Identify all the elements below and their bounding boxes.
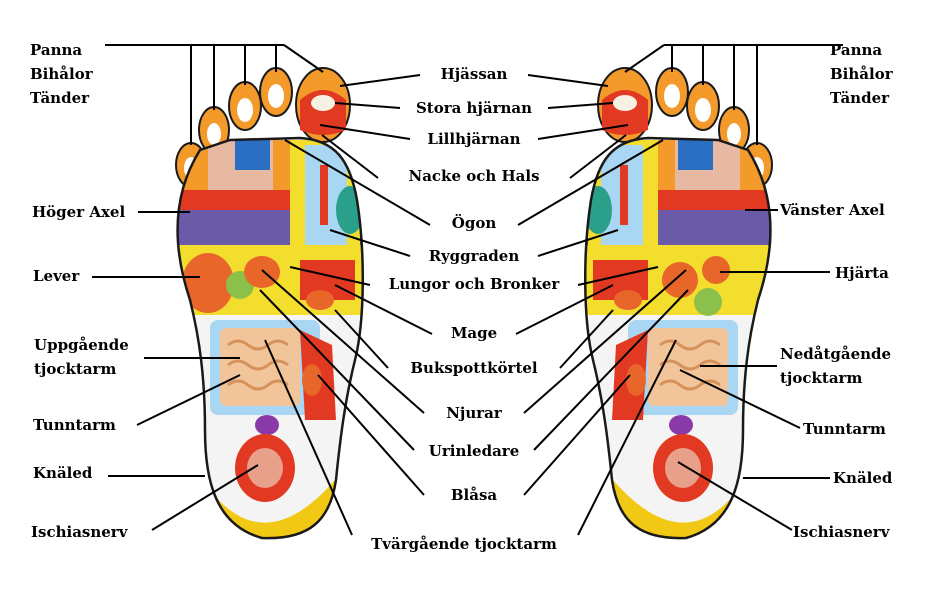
label-ryggraden: Ryggraden xyxy=(428,247,520,265)
right-heart xyxy=(702,256,730,284)
label-bukspottkortel: Bukspottkörtel xyxy=(410,359,538,377)
label-tvargaende-tjocktarm: Tvärgående tjocktarm xyxy=(371,535,557,553)
label-uppgaende-1: Uppgående xyxy=(34,336,129,354)
label-lungor-bronker: Lungor och Bronker xyxy=(388,275,560,293)
label-urinledare: Urinledare xyxy=(428,442,520,460)
left-sole xyxy=(177,138,363,539)
label-ogon: Ögon xyxy=(451,214,497,232)
leader-lines xyxy=(92,44,843,536)
label-hjassan: Hjässan xyxy=(440,65,508,83)
label-blasa: Blåsa xyxy=(450,486,498,504)
left-toes xyxy=(175,67,351,188)
label-hjarta: Hjärta xyxy=(835,264,889,282)
label-knaled-left: Knäled xyxy=(33,464,93,482)
label-lever: Lever xyxy=(33,267,80,285)
label-tander-left: Tänder xyxy=(30,89,90,107)
label-vanster-axel: Vänster Axel xyxy=(780,201,885,219)
label-tunntarm-left: Tunntarm xyxy=(33,416,116,434)
label-njurar: Njurar xyxy=(446,404,502,422)
label-panna-right: Panna xyxy=(830,41,883,59)
label-knaled-right: Knäled xyxy=(833,469,893,487)
left-liver xyxy=(182,253,234,313)
label-panna-left: Panna xyxy=(30,41,83,59)
label-bihalor-right: Bihålor xyxy=(830,65,893,83)
label-mage: Mage xyxy=(450,324,498,342)
label-ischiasnerv-right: Ischiasnerv xyxy=(793,523,890,541)
label-stora-hjarnan: Stora hjärnan xyxy=(415,99,533,117)
label-ischiasnerv-left: Ischiasnerv xyxy=(31,523,128,541)
label-tunntarm-right: Tunntarm xyxy=(803,420,886,438)
label-tander-right: Tänder xyxy=(830,89,890,107)
right-sole xyxy=(585,138,771,539)
label-nacke-hals: Nacke och Hals xyxy=(408,167,540,185)
label-uppgaende-2: tjocktarm xyxy=(34,360,117,378)
left-foot xyxy=(175,67,365,540)
label-hoger-axel: Höger Axel xyxy=(32,203,126,221)
label-bihalor-left: Bihålor xyxy=(30,65,93,83)
label-lillhjarnan: Lillhjärnan xyxy=(427,130,521,148)
label-nedatgaende-1: Nedåtgående xyxy=(780,345,892,363)
label-nedatgaende-2: tjocktarm xyxy=(780,369,863,387)
